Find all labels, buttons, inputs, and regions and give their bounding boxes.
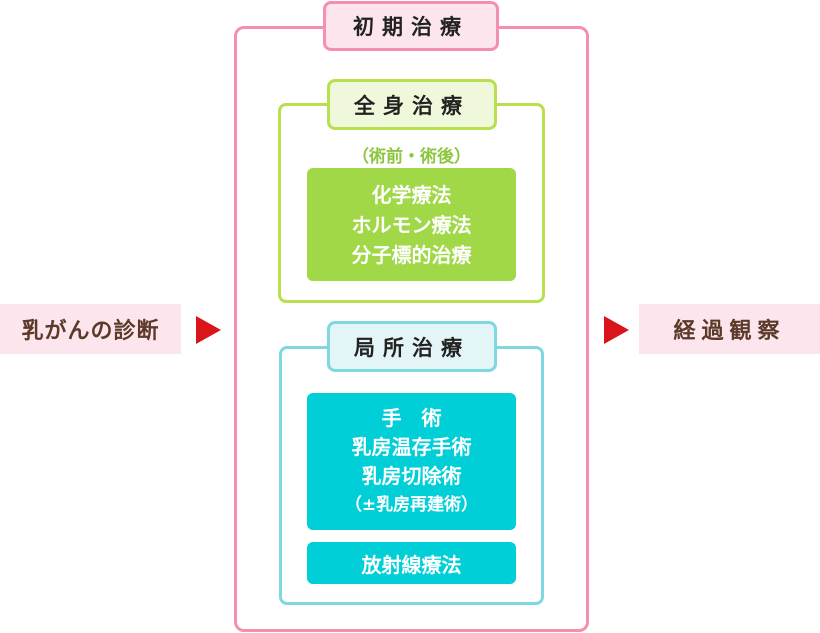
local-treatment-title-text: 局所治療 <box>354 335 470 360</box>
systemic-item: 化学療法 <box>371 182 452 207</box>
systemic-treatment-box: 化学療法 ホルモン療法 分子標的治療 <box>307 168 516 281</box>
surgery-item-note: （±乳房再建術） <box>344 494 479 515</box>
surgery-box: 手 術 乳房温存手術 乳房切除術 （±乳房再建術） <box>307 393 516 530</box>
radiation-box: 放射線療法 <box>307 542 516 584</box>
systemic-treatment-subtitle: （術前・術後） <box>352 146 471 167</box>
arrow-right-icon <box>196 316 221 344</box>
surgery-item: 乳房切除術 <box>361 463 462 488</box>
systemic-treatment-title-text: 全身治療 <box>354 93 470 118</box>
systemic-item: ホルモン療法 <box>351 212 472 237</box>
systemic-item: 分子標的治療 <box>351 242 472 267</box>
radiation-text: 放射線療法 <box>361 552 462 577</box>
arrow-right-icon <box>604 316 629 344</box>
surgery-item: 手 術 <box>381 405 442 430</box>
systemic-treatment-title: 全身治療 <box>327 79 497 130</box>
follow-up-text: 経過観察 <box>673 319 786 344</box>
initial-treatment-title-text: 初期治療 <box>353 15 469 39</box>
local-treatment-title: 局所治療 <box>327 321 497 372</box>
initial-treatment-title: 初期治療 <box>323 1 499 51</box>
follow-up-label: 経過観察 <box>639 304 820 354</box>
diagnosis-text: 乳がんの診断 <box>21 319 160 344</box>
surgery-item: 乳房温存手術 <box>351 434 472 459</box>
diagnosis-label: 乳がんの診断 <box>0 304 181 354</box>
